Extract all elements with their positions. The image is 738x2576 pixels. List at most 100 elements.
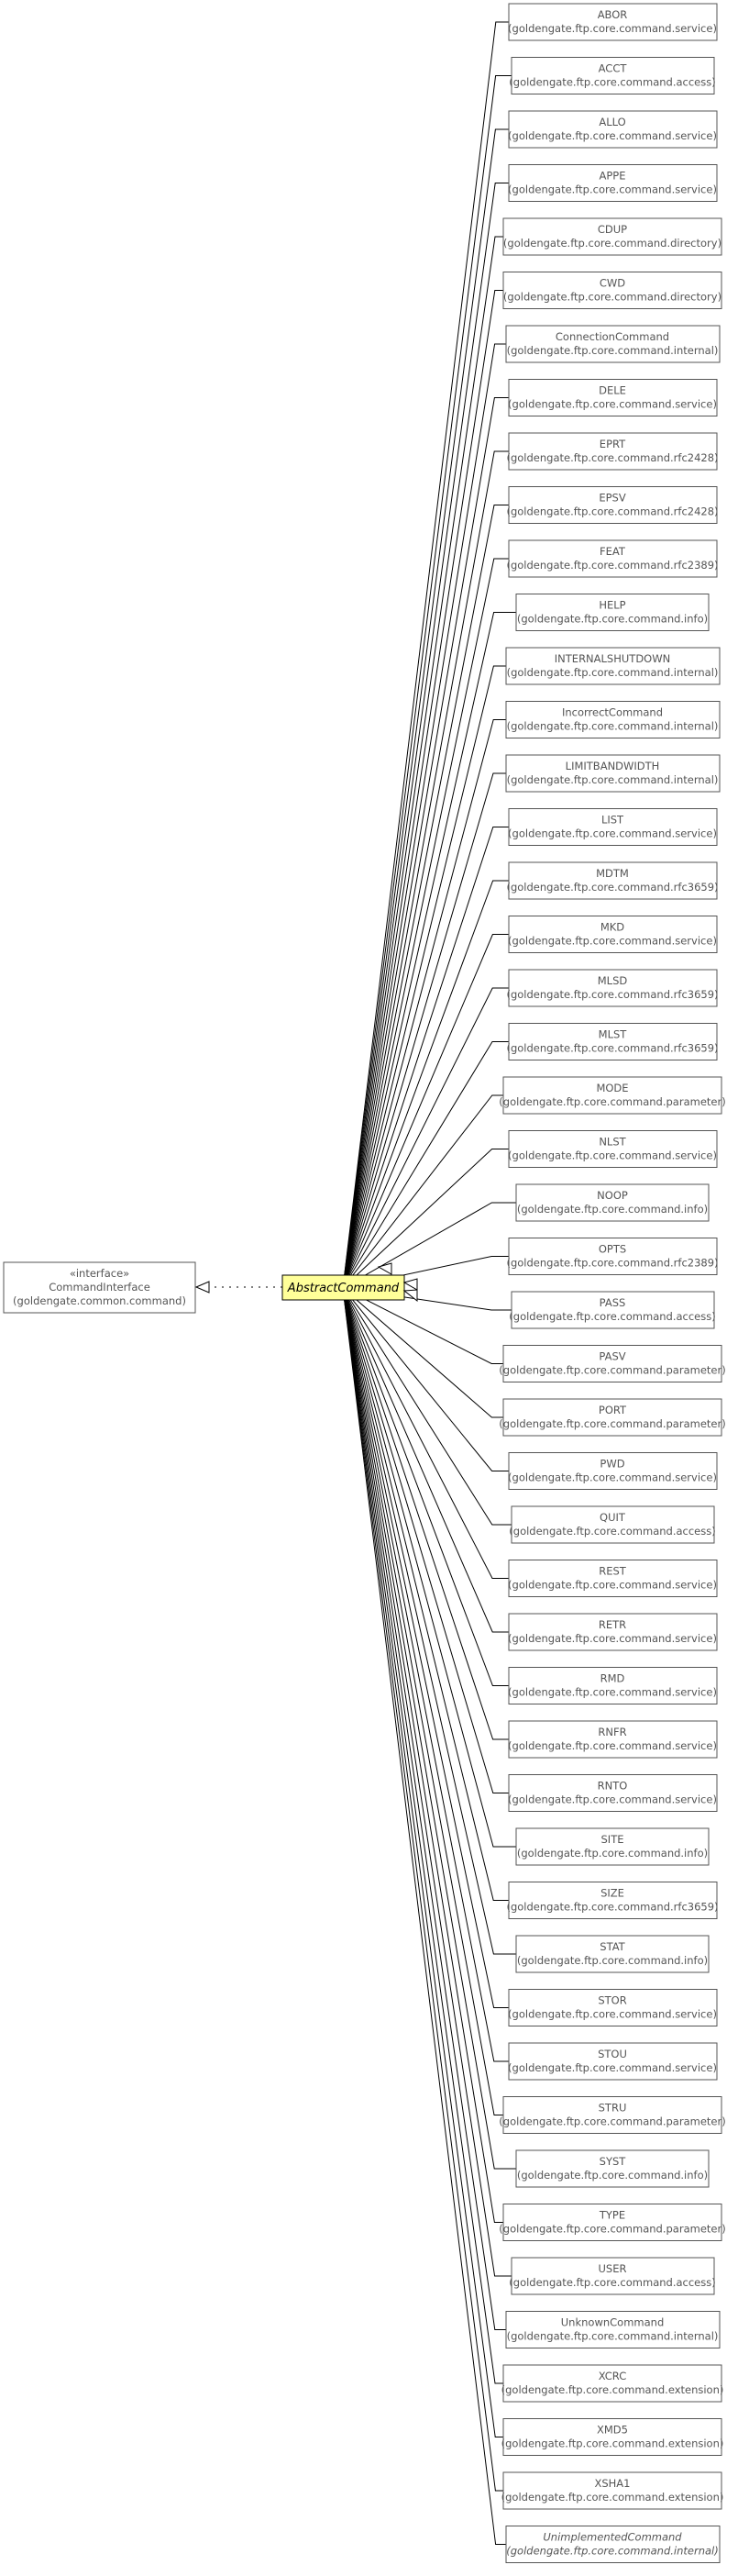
class-box-frame	[508, 1667, 718, 1704]
class-box-site[interactable]: SITE(goldengate.ftp.core.command.info)	[515, 1827, 710, 1866]
class-box-pass[interactable]: PASS(goldengate.ftp.core.command.access)	[509, 1291, 716, 1329]
class-name: PASV	[599, 1350, 625, 1363]
class-box-frame	[505, 2526, 721, 2563]
class-box-xmd5[interactable]: XMD5(goldengate.ftp.core.command.extensi…	[501, 2418, 724, 2456]
class-package: (goldengate.ftp.core.command.rfc3659)	[506, 881, 718, 894]
class-box-rnfr[interactable]: RNFR(goldengate.ftp.core.command.service…	[508, 1720, 718, 1759]
class-box-user[interactable]: USER(goldengate.ftp.core.command.access)	[509, 2257, 716, 2295]
class-box-mlst[interactable]: MLST(goldengate.ftp.core.command.rfc3659…	[506, 1023, 719, 1060]
class-package: (goldengate.ftp.core.command.service)	[508, 398, 717, 411]
class-box-feat[interactable]: FEAT(goldengate.ftp.core.command.rfc2389…	[506, 539, 719, 578]
class-box-epsv[interactable]: EPSV(goldengate.ftp.core.command.rfc2428…	[506, 486, 719, 524]
class-box-internalshutdown[interactable]: INTERNALSHUTDOWN(goldengate.ftp.core.com…	[505, 647, 721, 685]
class-box-abstractcommand[interactable]: AbstractCommand	[281, 1274, 405, 1301]
class-box-frame	[515, 1183, 710, 1222]
class-package: (goldengate.ftp.core.command.service)	[508, 129, 717, 142]
class-package: (goldengate.ftp.core.command.info)	[517, 1203, 708, 1216]
class-box-abor[interactable]: ABOR(goldengate.ftp.core.command.service…	[508, 3, 718, 41]
class-package: (goldengate.ftp.core.command.service)	[508, 22, 717, 35]
interface-box-commandinterface[interactable]: «interface» CommandInterface (goldengate…	[3, 1261, 196, 1314]
class-name: UnimplementedCommand	[543, 2531, 682, 2544]
class-box-pwd[interactable]: PWD(goldengate.ftp.core.command.service)	[508, 1452, 718, 1490]
class-name: IncorrectCommand	[562, 706, 663, 719]
class-box-cwd[interactable]: CWD(goldengate.ftp.core.command.director…	[502, 272, 722, 309]
class-box-retr[interactable]: RETR(goldengate.ftp.core.command.service…	[508, 1613, 718, 1651]
class-name: XMD5	[597, 2424, 628, 2437]
class-box-help[interactable]: HELP(goldengate.ftp.core.command.info)	[515, 594, 710, 631]
generalization-edge	[342, 934, 509, 1289]
class-box-nlst[interactable]: NLST(goldengate.ftp.core.command.service…	[508, 1130, 718, 1168]
class-package: (goldengate.ftp.core.command.parameter)	[499, 2115, 725, 2128]
class-box-eprt[interactable]: EPRT(goldengate.ftp.core.command.rfc2428…	[506, 432, 719, 471]
class-package: (goldengate.ftp.core.command.internal)	[507, 773, 719, 786]
class-package: (goldengate.ftp.core.command.service)	[508, 827, 717, 840]
class-package: (goldengate.ftp.core.command.access)	[509, 1310, 715, 1323]
class-box-rmd[interactable]: RMD(goldengate.ftp.core.command.service)	[508, 1667, 718, 1704]
class-box-rest[interactable]: REST(goldengate.ftp.core.command.service…	[508, 1560, 718, 1597]
generalization-edge	[342, 505, 509, 1289]
class-box-syst[interactable]: SYST(goldengate.ftp.core.command.info)	[515, 2149, 710, 2188]
class-box-mkd[interactable]: MKD(goldengate.ftp.core.command.service)	[508, 916, 718, 953]
class-box-acct[interactable]: ACCT(goldengate.ftp.core.command.access)	[509, 57, 716, 94]
class-box-stor[interactable]: STOR(goldengate.ftp.core.command.service…	[508, 1989, 718, 2026]
class-box-mode[interactable]: MODE(goldengate.ftp.core.command.paramet…	[499, 1076, 726, 1115]
class-box-frame	[508, 1882, 718, 1919]
generalization-edge	[342, 1287, 503, 1364]
class-box-unimplementedcommand[interactable]: UnimplementedCommand(goldengate.ftp.core…	[505, 2526, 721, 2563]
class-box-appe[interactable]: APPE(goldengate.ftp.core.command.service…	[508, 164, 718, 202]
class-box-frame	[502, 272, 722, 309]
class-box-cdup[interactable]: CDUP(goldengate.ftp.core.command.directo…	[502, 217, 722, 256]
class-box-opts[interactable]: OPTS(goldengate.ftp.core.command.rfc2389…	[506, 1238, 719, 1275]
class-box-stru[interactable]: STRU(goldengate.ftp.core.command.paramet…	[499, 2096, 726, 2134]
class-package: (goldengate.ftp.core.command.info)	[517, 613, 708, 626]
class-package: (goldengate.ftp.core.command.access)	[509, 2276, 715, 2289]
class-box-type[interactable]: TYPE(goldengate.ftp.core.command.paramet…	[499, 2204, 726, 2241]
class-box-frame	[508, 486, 718, 524]
class-box-stat[interactable]: STAT(goldengate.ftp.core.command.info)	[515, 1935, 710, 1973]
class-box-port[interactable]: PORT(goldengate.ftp.core.command.paramet…	[499, 1398, 726, 1437]
realization-arrowhead	[194, 1281, 210, 1294]
class-name: TYPE	[599, 2209, 625, 2222]
class-box-frame	[502, 2204, 722, 2241]
generalization-edge	[342, 1202, 516, 1289]
class-box-frame	[502, 2364, 722, 2403]
class-box-rnto[interactable]: RNTO(goldengate.ftp.core.command.service…	[508, 1774, 718, 1812]
class-box-frame	[508, 1560, 718, 1597]
class-box-frame	[502, 2096, 722, 2134]
class-box-connectioncommand[interactable]: ConnectionCommand(goldengate.ftp.core.co…	[505, 325, 721, 363]
generalization-edge	[342, 1287, 503, 2384]
class-box-stou[interactable]: STOU(goldengate.ftp.core.command.service…	[508, 2042, 718, 2081]
class-package: (goldengate.ftp.core.command.service)	[508, 1149, 717, 1162]
class-box-noop[interactable]: NOOP(goldengate.ftp.core.command.info)	[515, 1183, 710, 1222]
class-box-allo[interactable]: ALLO(goldengate.ftp.core.command.service…	[508, 110, 718, 149]
class-package: (goldengate.ftp.core.command.service)	[508, 1579, 717, 1592]
class-box-pasv[interactable]: PASV(goldengate.ftp.core.command.paramet…	[499, 1345, 726, 1382]
class-box-mlsd[interactable]: MLSD(goldengate.ftp.core.command.rfc3659…	[506, 969, 719, 1007]
generalization-edge	[342, 128, 509, 1289]
class-box-frame	[508, 1989, 718, 2026]
class-box-frame	[508, 1023, 718, 1060]
interface-name: CommandInterface	[49, 1281, 150, 1294]
class-package: (goldengate.ftp.core.command.parameter)	[499, 2223, 725, 2236]
class-box-quit[interactable]: QUIT(goldengate.ftp.core.command.access)	[509, 1505, 716, 1544]
class-name: XSHA1	[594, 2477, 630, 2490]
class-box-frame	[508, 1774, 718, 1812]
generalization-edge	[342, 1287, 509, 1633]
class-name: CDUP	[598, 223, 627, 236]
class-box-xcrc[interactable]: XCRC(goldengate.ftp.core.command.extensi…	[501, 2364, 724, 2403]
class-box-list[interactable]: LIST(goldengate.ftp.core.command.service…	[508, 808, 718, 846]
class-box-dele[interactable]: DELE(goldengate.ftp.core.command.service…	[508, 379, 718, 416]
class-box-xsha1[interactable]: XSHA1(goldengate.ftp.core.command.extens…	[501, 2471, 724, 2510]
class-name: PWD	[600, 1458, 624, 1471]
class-box-mdtm[interactable]: MDTM(goldengate.ftp.core.command.rfc3659…	[506, 861, 719, 900]
class-box-unknowncommand[interactable]: UnknownCommand(goldengate.ftp.core.comma…	[505, 2311, 721, 2348]
generalization-edge	[342, 1287, 503, 2437]
class-box-incorrectcommand[interactable]: IncorrectCommand(goldengate.ftp.core.com…	[505, 701, 721, 738]
generalization-edge	[342, 1287, 503, 1418]
class-package: (goldengate.ftp.core.command.service)	[508, 2061, 717, 2074]
class-name: NLST	[599, 1136, 626, 1149]
subclass-boxes: ABOR(goldengate.ftp.core.command.service…	[499, 3, 726, 2563]
class-box-limitbandwidth[interactable]: LIMITBANDWIDTH(goldengate.ftp.core.comma…	[505, 754, 721, 793]
class-box-frame	[505, 647, 721, 685]
class-box-size[interactable]: SIZE(goldengate.ftp.core.command.rfc3659…	[506, 1882, 719, 1919]
